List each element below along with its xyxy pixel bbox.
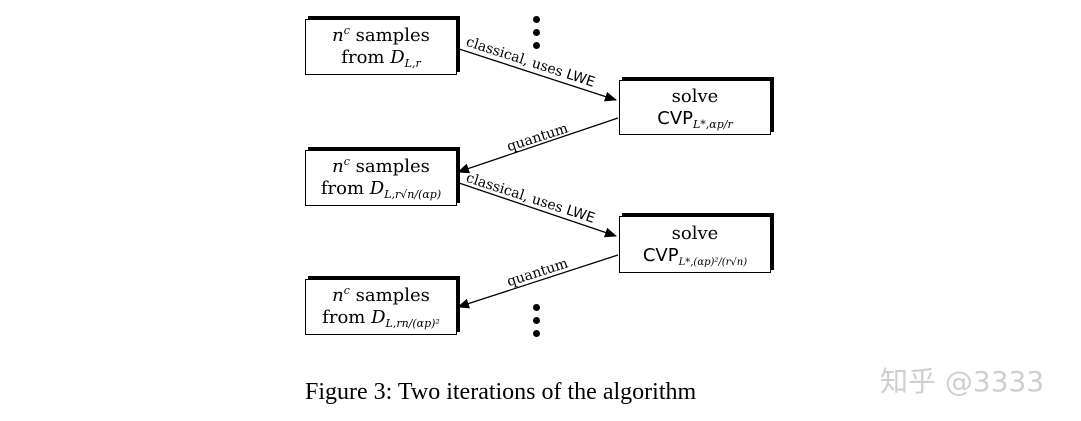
arrow-quantum-2: [457, 254, 619, 309]
var-d: D: [371, 307, 386, 328]
sup-c: c: [343, 284, 350, 297]
samples-box-1: nc samples from DL,r: [305, 19, 457, 75]
solve-label: solve: [671, 222, 719, 244]
cvp-text: CVP: [657, 107, 693, 129]
from-text: from: [320, 178, 370, 199]
samples-box-2: nc samples from DL,r√n/(αp): [305, 150, 457, 206]
figure-caption: Figure 3: Two iterations of the algorith…: [305, 379, 697, 405]
var-d: D: [369, 178, 385, 199]
samples-box-2-line2: from DL,r√n/(αp): [321, 178, 441, 200]
var-d: D: [390, 47, 405, 68]
sub-d: L,r: [404, 57, 421, 70]
samples-box-3: nc samples from DL,rn/(αp)²: [305, 279, 457, 335]
samples-box-3-line1: nc samples: [332, 285, 430, 307]
from-text: from: [341, 47, 391, 68]
samples-text: samples: [349, 25, 430, 46]
sup-c: c: [343, 155, 350, 168]
cvp-sub: L*,αp/r: [693, 117, 733, 131]
continuation-dots-top: [533, 16, 543, 55]
sub-d: L,r√n/(αp): [384, 188, 442, 201]
samples-text: samples: [349, 285, 430, 306]
from-text: from: [322, 307, 372, 328]
samples-box-2-line1: nc samples: [332, 156, 430, 178]
watermark: 知乎 @3333: [880, 365, 1045, 398]
var-n: n: [332, 25, 344, 46]
cvp-text: CVP: [642, 244, 679, 266]
cvp-sub: L*,(αp)²/(r√n): [678, 256, 748, 268]
cvp-line-2: CVPL*,(αp)²/(r√n): [642, 244, 748, 268]
sup-c: c: [343, 24, 350, 37]
sub-d: L,rn/(αp)²: [385, 317, 440, 330]
solve-box-2: solve CVPL*,(αp)²/(r√n): [619, 216, 771, 273]
cvp-line-1: CVPL*,αp/r: [657, 108, 733, 130]
solve-box-1: solve CVPL*,αp/r: [619, 80, 771, 135]
samples-box-3-line2: from DL,rn/(αp)²: [322, 307, 440, 329]
var-n: n: [332, 156, 344, 177]
arrow-quantum-1: [457, 117, 619, 174]
solve-label: solve: [671, 85, 719, 107]
var-n: n: [332, 285, 344, 306]
arrow-classical-2: [455, 181, 617, 238]
samples-text: samples: [349, 156, 430, 177]
samples-box-1-line1: nc samples: [332, 25, 430, 47]
samples-box-1-line2: from DL,r: [341, 47, 420, 69]
arrow-classical-1: [455, 47, 617, 102]
continuation-dots-bottom: [533, 304, 543, 343]
